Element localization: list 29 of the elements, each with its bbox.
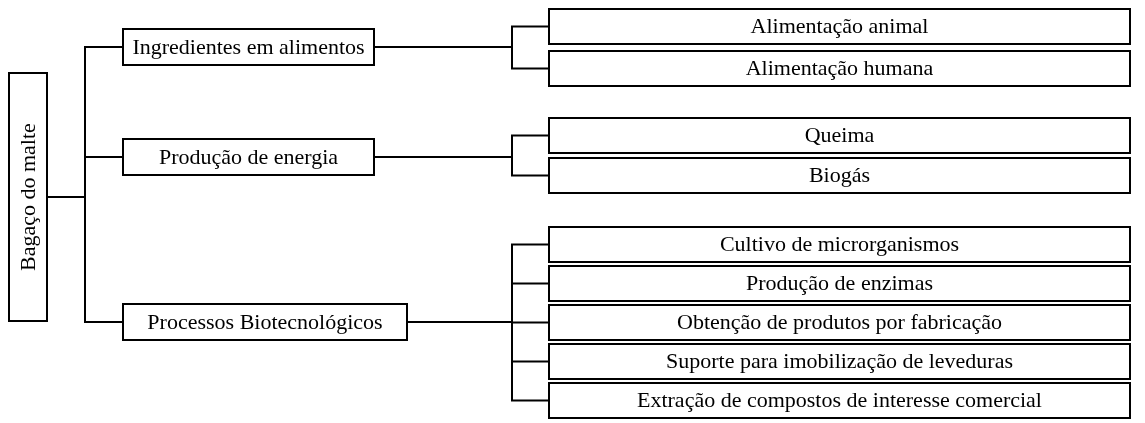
category-box (122, 28, 375, 66)
node-label: Alimentação humana (745, 56, 934, 81)
node-label: Suporte para imobilização de leveduras (666, 349, 1013, 374)
category-box (548, 117, 1131, 154)
category-box (122, 138, 375, 176)
node-label: Obtenção de produtos por fabricação (677, 310, 1002, 335)
category-box (122, 303, 408, 341)
category-box (548, 226, 1131, 263)
category-box (548, 157, 1131, 194)
connector-line (47, 196, 123, 323)
category-box (8, 72, 48, 322)
node-label: Ingredientes em alimentos (132, 34, 365, 60)
node-label: Produção de enzimas (746, 271, 933, 296)
category-box (548, 343, 1131, 380)
category-box (548, 265, 1131, 302)
connector-line (374, 46, 549, 70)
node-label: Biogás (808, 163, 871, 188)
node-label: Alimentação animal (750, 14, 929, 39)
connector-line (374, 156, 549, 177)
category-box (548, 50, 1131, 87)
node-label: Queima (804, 123, 875, 148)
node-label: Extração de compostos de interesse comercial (637, 388, 1042, 413)
node-label: Cultivo de microrganismos (719, 232, 960, 257)
node-label: Bagaço do malte (15, 123, 41, 271)
category-box (548, 8, 1131, 45)
category-box (548, 304, 1131, 341)
node-label: Processos Biotecnológicos (147, 309, 383, 335)
category-box (548, 382, 1131, 419)
node-label: Produção de energia (158, 144, 339, 170)
